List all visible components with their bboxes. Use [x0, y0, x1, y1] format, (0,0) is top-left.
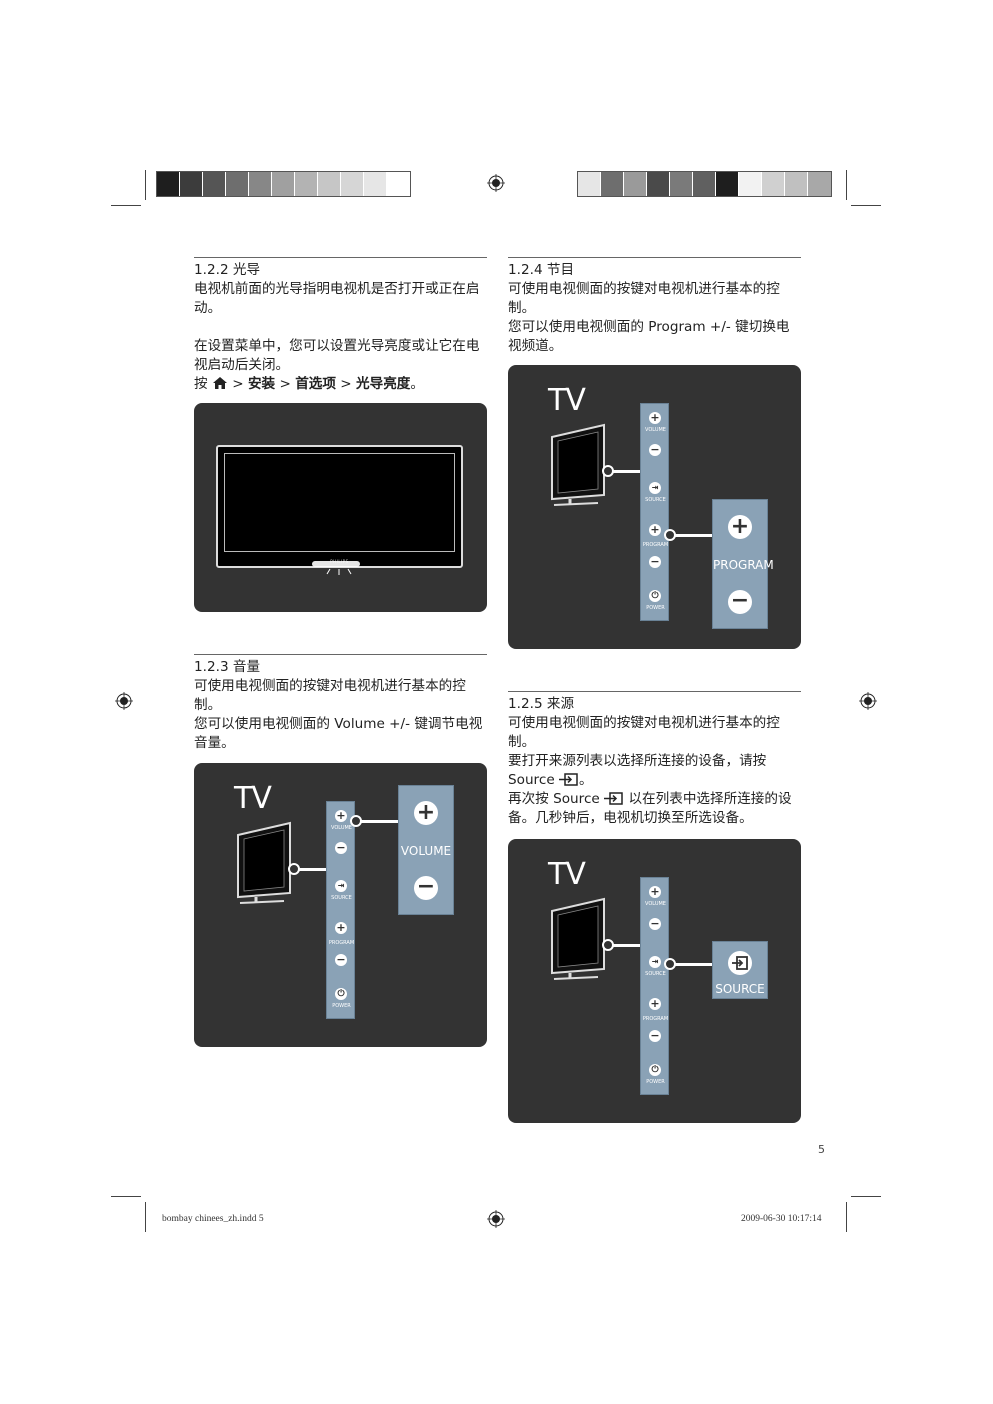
nav-prefix: 按 — [194, 376, 208, 392]
program-minus-button[interactable]: − — [649, 1029, 661, 1042]
nav-preferences: 首选项 — [295, 376, 336, 392]
source-button[interactable]: ⇥ — [335, 880, 347, 892]
tv-label: TV — [234, 781, 272, 816]
tv-screen — [224, 453, 455, 552]
volume-illustration: TV + VOLUME − ⇥ SOURCE + PROGRAM − ⏻ POW… — [194, 763, 487, 1047]
source-button[interactable]: ⇥ — [649, 956, 661, 968]
side-button-strip: + VOLUME − ⇥ SOURCE + PROGRAM − ⏻ POWER — [640, 403, 669, 621]
program-plus-button[interactable]: + — [335, 921, 347, 934]
paragraph: 您可以使用电视侧面的 Volume +/- 键调节电视音量。 — [194, 716, 483, 751]
source-zoom-box: SOURCE — [712, 941, 768, 999]
paragraph: 再次按 Source 以在列表中选择所连接的设备。几秒钟后，电视机切换至所选设备… — [508, 791, 792, 826]
tv-side-icon — [551, 423, 605, 506]
section-1-2-5: 1.2.5 来源 可使用电视侧面的按键对电视机进行基本的控制。 要打开来源列表以… — [508, 691, 801, 828]
source-icon — [604, 792, 623, 805]
big-minus-icon: − — [414, 876, 438, 900]
page-number: 5 — [818, 1143, 825, 1156]
crop-mark — [111, 205, 141, 206]
source-illustration: TV + VOLUME − ⇥ SOURCE + PROGRAM − ⏻ POW… — [508, 839, 801, 1123]
power-button[interactable]: ⏻ — [649, 1064, 661, 1076]
registration-mark-icon — [115, 692, 133, 710]
home-icon — [212, 377, 227, 389]
nav-install: 安装 — [247, 376, 276, 392]
registration-mark-icon — [487, 1210, 505, 1228]
crop-mark — [145, 170, 146, 200]
paragraph: 可使用电视侧面的按键对电视机进行基本的控制。 — [508, 715, 780, 750]
big-minus-icon: − — [728, 590, 752, 614]
program-plus-button[interactable]: + — [649, 997, 661, 1010]
crop-mark — [846, 1202, 847, 1232]
program-zoom-box: + PROGRAM − — [712, 499, 774, 629]
tv-frame: PHILIPS — [216, 445, 463, 568]
volume-minus-button[interactable]: − — [649, 443, 661, 456]
section-1-2-4: 1.2.4 节目 可使用电视侧面的按键对电视机进行基本的控制。 您可以使用电视侧… — [508, 257, 801, 356]
crop-mark — [846, 170, 847, 200]
big-source-icon — [728, 951, 752, 975]
source-button[interactable]: ⇥ — [649, 482, 661, 494]
paragraph: 您可以使用电视侧面的 Program +/- 键切换电视频道。 — [508, 319, 790, 354]
big-plus-icon: + — [414, 801, 438, 825]
registration-mark-icon — [859, 692, 877, 710]
paragraph: 电视机前面的光导指明电视机是否打开或正在启动。 — [194, 281, 480, 316]
crop-mark — [145, 1202, 146, 1232]
color-bar-left — [156, 171, 411, 197]
program-minus-button[interactable]: − — [649, 555, 661, 568]
glow-icon — [326, 568, 352, 575]
footer-filename: bombay chinees_zh.indd 5 — [162, 1214, 264, 1224]
nav-path: 按 > 安装 > 首选项 > 光导亮度。 — [194, 376, 424, 392]
program-plus-button[interactable]: + — [649, 523, 661, 536]
section-1-2-3: 1.2.3 音量 可使用电视侧面的按键对电视机进行基本的控制。 您可以使用电视侧… — [194, 654, 487, 753]
light-guide — [312, 561, 360, 567]
paragraph: 在设置菜单中，您可以设置光导亮度或让它在电视启动后关闭。 — [194, 338, 480, 373]
paragraph: 要打开来源列表以选择所连接的设备，请按 Source 。 — [508, 753, 767, 788]
section-title: 1.2.5 来源 — [508, 696, 575, 712]
source-icon — [559, 773, 578, 786]
footer-timestamp: 2009-06-30 10:17:14 — [741, 1214, 822, 1224]
side-button-strip: + VOLUME − ⇥ SOURCE + PROGRAM − ⏻ POWER — [326, 801, 355, 1019]
tv-front-illustration: PHILIPS — [194, 403, 487, 612]
volume-zoom-box: + VOLUME − — [398, 785, 454, 915]
side-button-strip: + VOLUME − ⇥ SOURCE + PROGRAM − ⏻ POWER — [640, 877, 669, 1095]
volume-plus-button[interactable]: + — [649, 885, 661, 898]
section-1-2-2: 1.2.2 光导 电视机前面的光导指明电视机是否打开或正在启动。 在设置菜单中，… — [194, 257, 487, 394]
tv-side-icon — [237, 821, 291, 904]
nav-lightguide-brightness: 光导亮度 — [356, 376, 411, 392]
section-title: 1.2.2 光导 — [194, 262, 261, 278]
program-illustration: TV + VOLUME − ⇥ SOURCE + PROGRAM − ⏻ POW… — [508, 365, 801, 649]
volume-minus-button[interactable]: − — [335, 841, 347, 854]
crop-mark — [111, 1196, 141, 1197]
volume-minus-button[interactable]: − — [649, 917, 661, 930]
program-minus-button[interactable]: − — [335, 953, 347, 966]
paragraph: 可使用电视侧面的按键对电视机进行基本的控制。 — [194, 678, 466, 713]
volume-plus-button[interactable]: + — [649, 411, 661, 424]
tv-side-icon — [551, 897, 605, 980]
crop-mark — [851, 205, 881, 206]
color-bar-right — [577, 171, 832, 197]
paragraph: 可使用电视侧面的按键对电视机进行基本的控制。 — [508, 281, 780, 316]
section-title: 1.2.4 节目 — [508, 262, 575, 278]
crop-mark — [851, 1196, 881, 1197]
volume-plus-button[interactable]: + — [335, 809, 347, 822]
big-plus-icon: + — [728, 515, 752, 539]
tv-label: TV — [548, 857, 586, 892]
tv-label: TV — [548, 383, 586, 418]
power-button[interactable]: ⏻ — [335, 988, 347, 1000]
section-title: 1.2.3 音量 — [194, 659, 261, 675]
power-button[interactable]: ⏻ — [649, 590, 661, 602]
registration-mark-icon — [487, 174, 505, 192]
